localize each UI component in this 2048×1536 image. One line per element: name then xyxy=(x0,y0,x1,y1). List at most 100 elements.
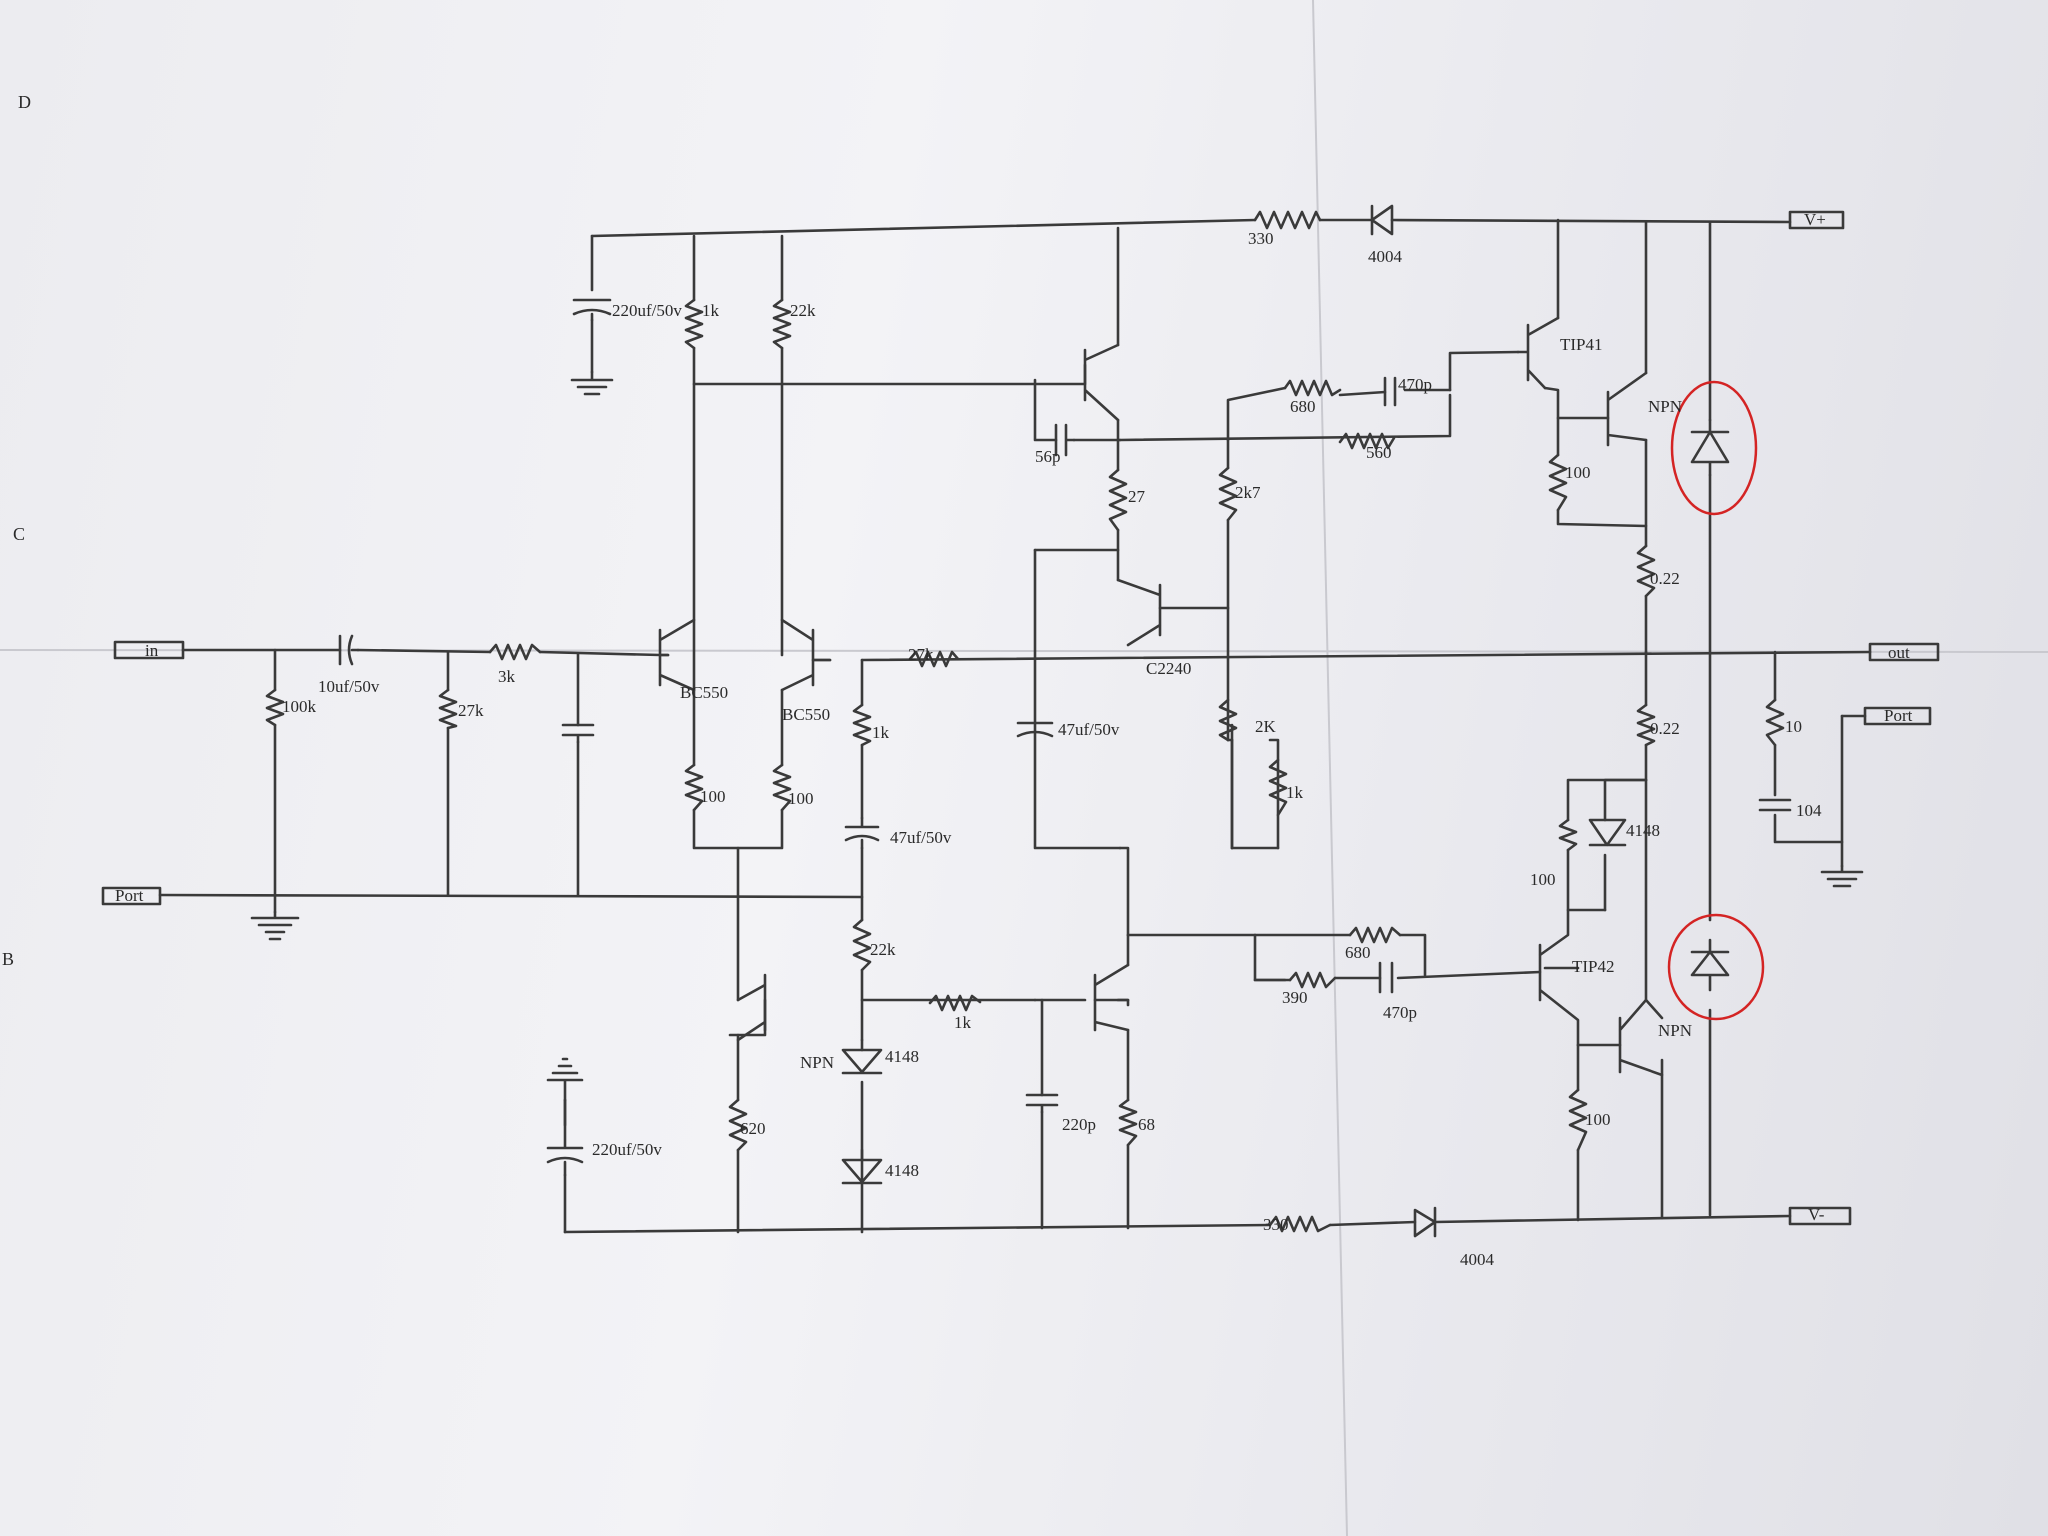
label-100k: 100k xyxy=(282,697,317,716)
label-620: 620 xyxy=(740,1119,766,1138)
diode-4004-top xyxy=(1370,204,1394,236)
label-3k: 3k xyxy=(498,667,516,686)
diode-4148-2 xyxy=(841,1048,883,1075)
resistor-100k xyxy=(265,688,285,727)
label-1k-top: 1k xyxy=(702,301,720,320)
paper-fold xyxy=(1312,0,1348,1536)
label-npn-top: NPN xyxy=(1648,397,1682,416)
resistor-22k-bot xyxy=(852,918,872,972)
zener-bot xyxy=(1690,938,1730,992)
resistors xyxy=(265,210,1785,1233)
label-1k-bot: 1k xyxy=(954,1013,972,1032)
resistor-560 xyxy=(1338,432,1396,450)
transistor-tip42 xyxy=(1538,908,1580,1047)
label-tip42: TIP42 xyxy=(1572,957,1615,976)
resistor-22k-top xyxy=(772,298,792,350)
label-npn-diode: NPN xyxy=(800,1053,834,1072)
cap-470p-bot xyxy=(1378,961,1394,994)
cap-104 xyxy=(1758,798,1792,812)
label-100-right: 100 xyxy=(788,789,814,808)
capacitors xyxy=(338,298,1792,1177)
transistors xyxy=(658,316,1664,1077)
diodes xyxy=(841,204,1730,1238)
resistor-27 xyxy=(1108,468,1128,532)
transistor-bc550-right xyxy=(780,618,832,692)
diode-4148-1 xyxy=(1588,818,1627,847)
label-c2240: C2240 xyxy=(1146,659,1191,678)
label-4004-top: 4004 xyxy=(1368,247,1403,266)
resistor-330-bot xyxy=(1268,1215,1332,1233)
cap-47uf-mid xyxy=(844,816,880,850)
diode-4148-3 xyxy=(841,1148,883,1185)
port-left-label: Port xyxy=(115,886,144,905)
port-in-label: in xyxy=(145,641,159,660)
border-mark-b: B xyxy=(2,949,14,969)
transistor-c2240 xyxy=(1116,578,1162,647)
label-104: 104 xyxy=(1796,801,1822,820)
resistor-680-top xyxy=(1283,379,1342,397)
transistor-ltp-right xyxy=(1093,963,1130,1032)
label-10uf: 10uf/50v xyxy=(318,677,380,696)
cap-220uf-top xyxy=(572,298,612,322)
label-22k-top: 22k xyxy=(790,301,816,320)
resistor-1k-bot xyxy=(928,994,982,1012)
zener-top xyxy=(1690,418,1730,477)
label-022-bot: 0.22 xyxy=(1650,719,1680,738)
resistor-27k-fb xyxy=(908,650,960,668)
cap-220uf-bot xyxy=(546,1098,584,1177)
ground-top-left xyxy=(570,370,614,396)
cap-220p xyxy=(1025,1093,1059,1114)
resistor-100-left xyxy=(684,763,704,812)
label-330-top: 330 xyxy=(1248,229,1274,248)
transistor-driver-top xyxy=(1083,343,1120,422)
resistor-27k-in xyxy=(438,688,458,730)
resistor-3k xyxy=(488,643,542,661)
cap-470p-top xyxy=(1383,376,1397,407)
resistor-680-bot xyxy=(1348,926,1402,944)
resistor-100-pnpdrv xyxy=(1558,818,1578,852)
label-560: 560 xyxy=(1366,443,1392,462)
label-220p: 220p xyxy=(1062,1115,1096,1134)
label-4148-3: 4148 xyxy=(885,1161,919,1180)
cap-10uf xyxy=(338,634,360,666)
resistor-2K-pot xyxy=(1218,698,1238,742)
port-vminus-label: V- xyxy=(1808,1205,1825,1224)
transistor-bc550-left xyxy=(658,618,696,692)
label-4004-bot: 4004 xyxy=(1460,1250,1495,1269)
label-bc550-right: BC550 xyxy=(782,705,830,724)
label-470p-bot: 470p xyxy=(1383,1003,1417,1022)
resistor-100-bot xyxy=(1568,1088,1588,1152)
resistor-100-right xyxy=(772,763,792,812)
resistor-2k7 xyxy=(1218,466,1238,522)
label-27k-in: 27k xyxy=(458,701,484,720)
port-right-label: Port xyxy=(1884,706,1913,725)
wires xyxy=(158,218,1872,1234)
cap-47uf-vas xyxy=(1016,721,1054,738)
transistor-tip41 xyxy=(1516,316,1560,390)
resistor-68 xyxy=(1118,1098,1138,1147)
transistor-ltp-left xyxy=(736,973,767,1042)
transistor-npn-bot xyxy=(1618,998,1664,1077)
label-4148-2: 4148 xyxy=(885,1047,919,1066)
border-mark-c: C xyxy=(13,524,25,544)
label-4148-1: 4148 xyxy=(1626,821,1660,840)
label-27: 27 xyxy=(1128,487,1146,506)
resistor-022-top xyxy=(1636,544,1656,598)
ground-bottom-left xyxy=(546,1057,584,1102)
resistor-1k-trim xyxy=(1268,758,1288,817)
label-022-top: 0.22 xyxy=(1650,569,1680,588)
border-mark-d: D xyxy=(18,92,31,112)
label-68: 68 xyxy=(1138,1115,1155,1134)
label-220uf-bot: 220uf/50v xyxy=(592,1140,662,1159)
label-56p: 56p xyxy=(1035,447,1061,466)
highlight-circle-top xyxy=(1670,380,1758,516)
paper-fold-horizontal xyxy=(0,649,2048,653)
label-100-pnpdrv: 100 xyxy=(1530,870,1556,889)
diode-4004-bot xyxy=(1413,1206,1437,1238)
resistor-330-top xyxy=(1253,210,1322,230)
label-330-bot: 330 xyxy=(1263,1215,1289,1234)
port-out-label: out xyxy=(1888,643,1910,662)
port-boxes xyxy=(101,210,1940,1226)
